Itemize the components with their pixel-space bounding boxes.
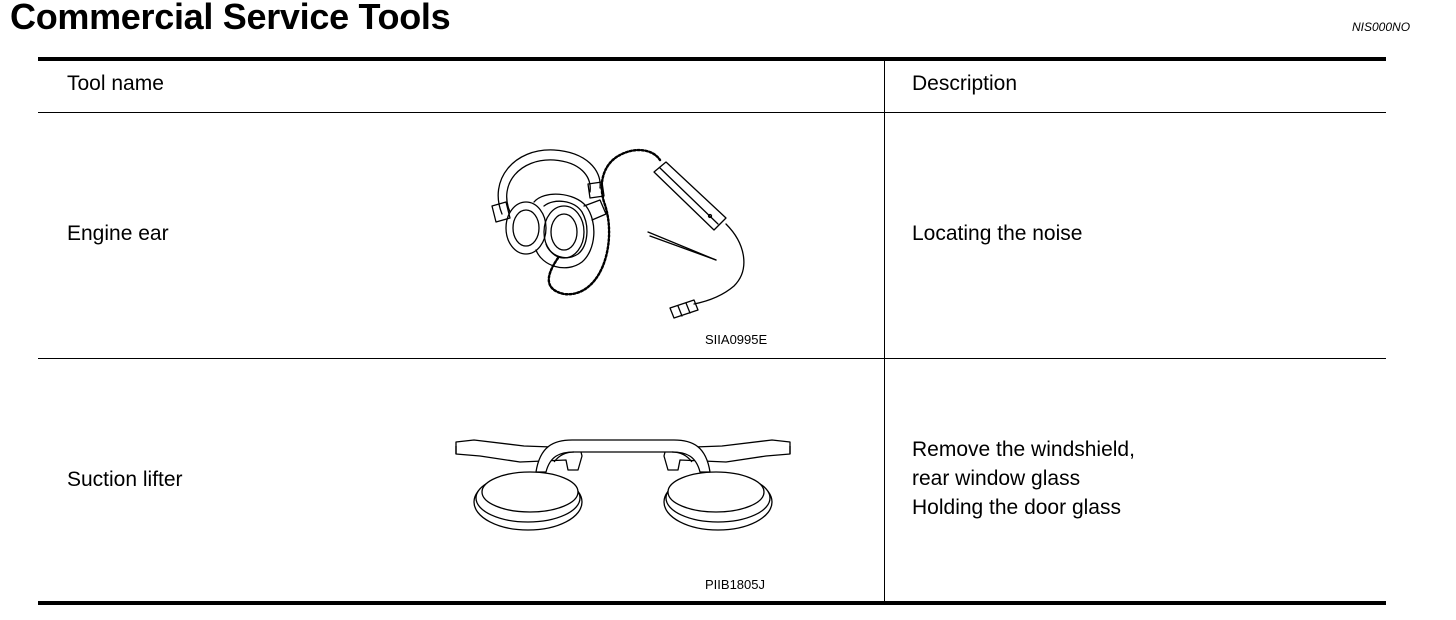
- description-cell: Locating the noise: [912, 222, 1083, 245]
- page-title: Commercial Service Tools: [10, 0, 451, 37]
- document-id: NIS000NO: [1352, 20, 1411, 34]
- image-code: SIIA0995E: [705, 332, 768, 347]
- tool-name-cell: Suction lifter: [67, 468, 183, 491]
- header-divider: [38, 112, 1386, 113]
- image-code: PIIB1805J: [705, 577, 765, 592]
- suction-lifter-icon: [455, 439, 791, 531]
- column-divider: [884, 60, 885, 602]
- tool-name-cell: Engine ear: [67, 222, 169, 245]
- table-bottom-border: [38, 601, 1386, 605]
- header-description: Description: [912, 72, 1018, 95]
- header-tool-name: Tool name: [67, 72, 164, 95]
- description-cell: Remove the windshield, rear window glass…: [912, 438, 1135, 519]
- row-divider: [38, 358, 1386, 359]
- table-top-border: [38, 57, 1386, 61]
- headphones-icon: [491, 148, 745, 319]
